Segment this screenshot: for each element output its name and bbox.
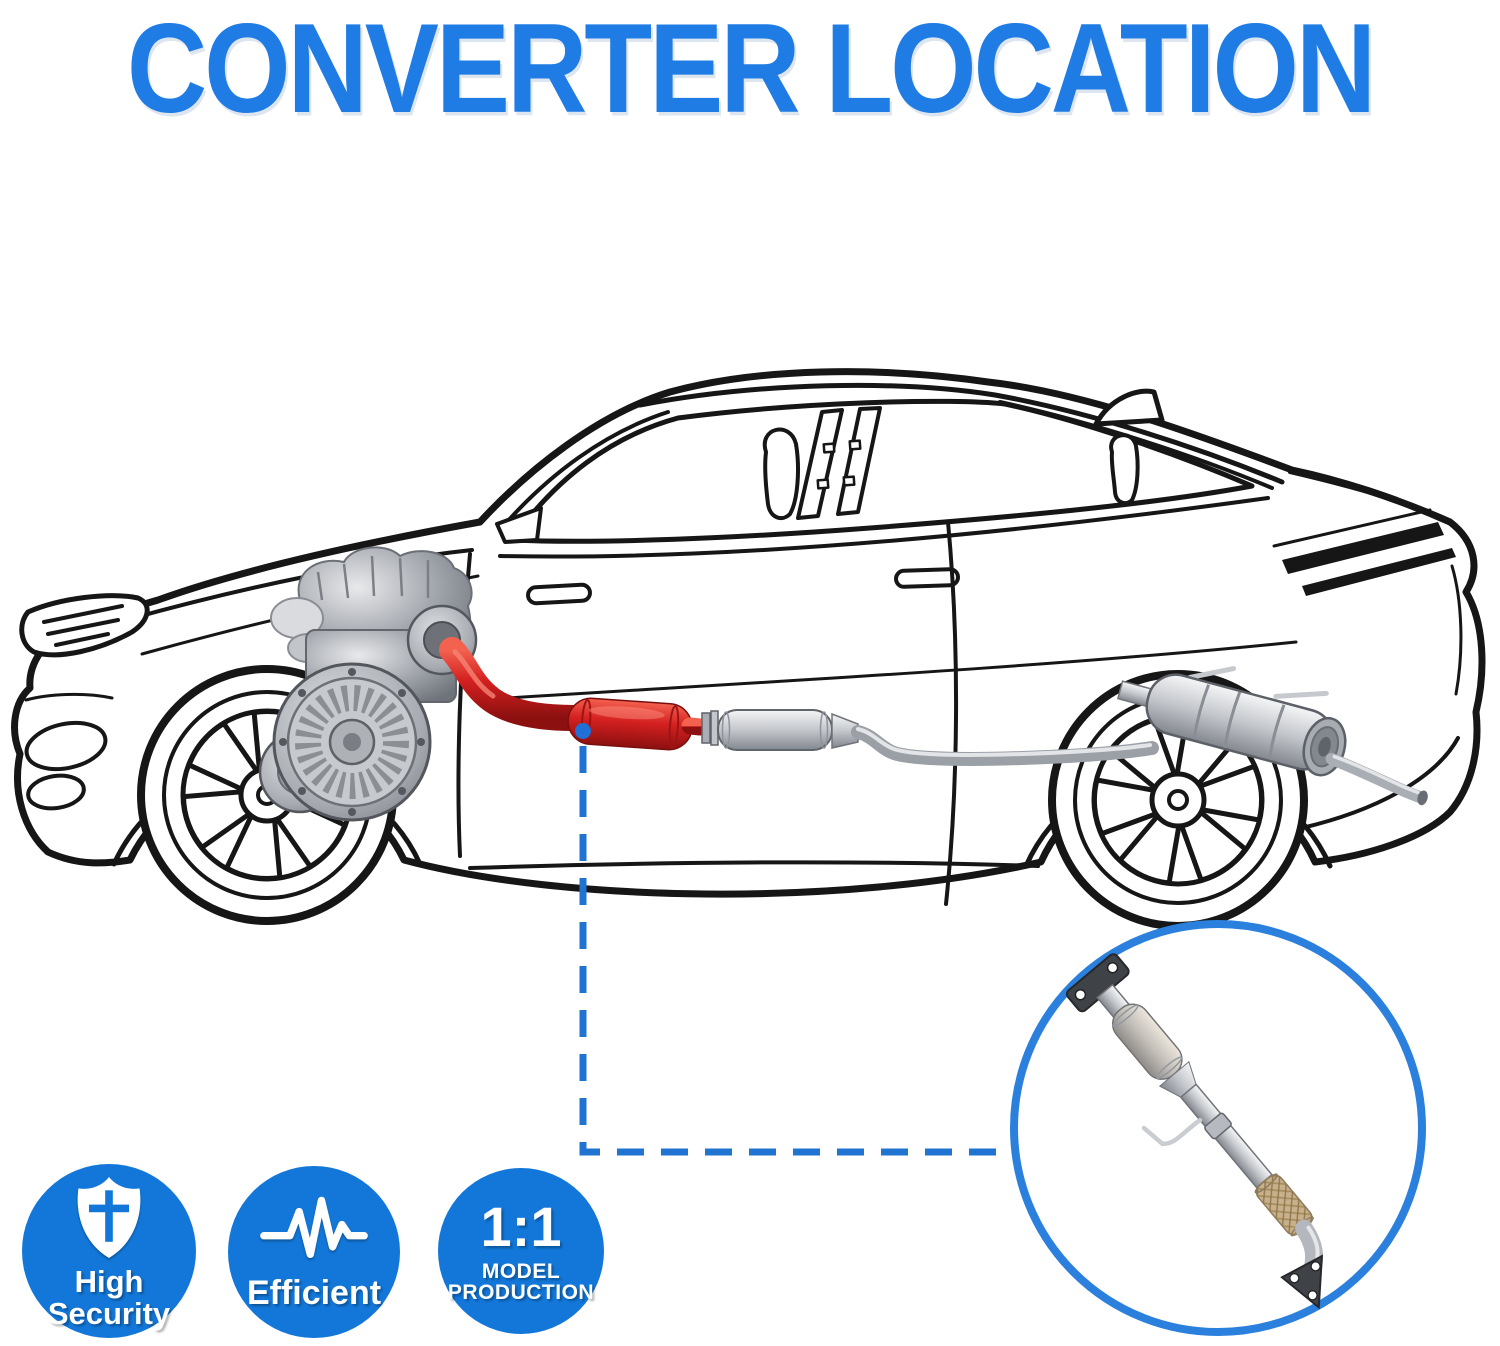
door-handle-front [526,582,592,606]
side-windows [509,398,1255,544]
tail-pipe [1325,752,1427,804]
outlet-flange [1280,1254,1324,1310]
shield-icon [68,1173,150,1266]
badge-label: MODEL [481,1259,561,1283]
badge-efficient: Efficient [228,1166,400,1338]
taillight [1272,508,1456,596]
rear-headrest [1109,433,1140,506]
converter-marker-dot [575,723,591,739]
exhaust-mid-pipe [701,709,1159,766]
headlight [19,593,150,658]
badge-label: PRODUCTION [447,1281,595,1304]
ratio-1to1-text: 1:1 [480,1194,562,1258]
page-title: CONVERTER LOCATION [126,0,1376,140]
b-pillar [796,406,882,520]
leader-dashed-line [579,746,1010,1156]
pulse-icon [256,1193,372,1276]
clutch-disc [272,662,432,822]
product-photo-catalytic-converter [1065,953,1324,1310]
antenna-fin [1093,388,1165,427]
front-headrest [762,427,800,521]
fog-light [24,720,108,772]
badge-label: Efficient [246,1274,382,1313]
rear-muffler [1116,666,1428,806]
badge-high-security: High Security [22,1164,196,1338]
badge-model-production: 1:1 MODEL PRODUCTION [438,1168,604,1334]
side-mirror [495,506,543,544]
badge-label: Security [47,1295,171,1331]
catalytic-converter-highlight [439,637,709,751]
resonator [717,709,833,751]
door-handle-rear [894,567,960,589]
hanger-bracket [1141,1117,1203,1147]
badge-label: High [74,1263,144,1299]
product-inset [1010,920,1426,1336]
